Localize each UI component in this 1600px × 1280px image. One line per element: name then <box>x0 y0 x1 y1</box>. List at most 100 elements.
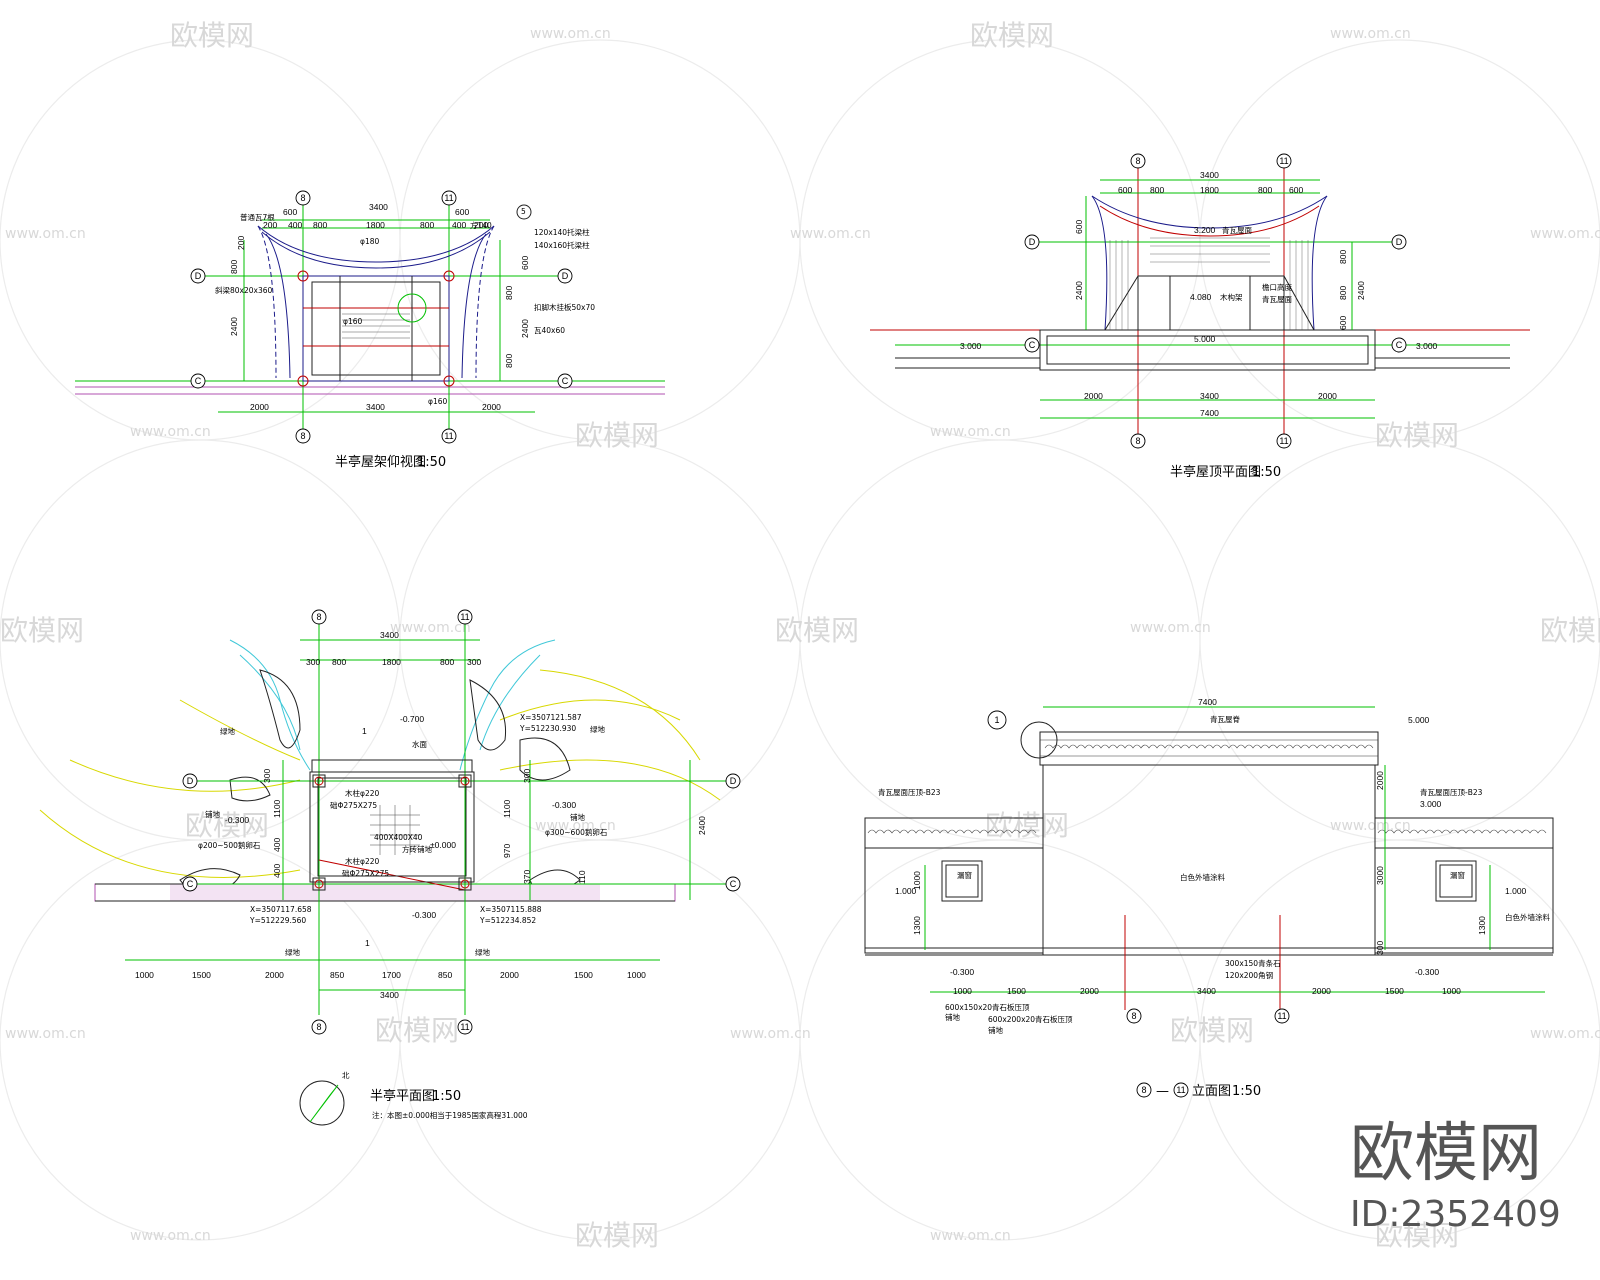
area-label: 绿地 <box>475 947 490 957</box>
detail-ref: 1 <box>994 715 999 725</box>
dim-text: 2400 <box>229 317 239 336</box>
callout-note: 铺地 <box>945 1012 960 1022</box>
watermark-url: www.om.cn <box>730 1026 811 1042</box>
callout-note: 140x160托梁柱 <box>534 240 590 250</box>
dim-text: 3400 <box>1197 986 1216 996</box>
watermark-logo-text: 欧模网 <box>1350 1117 1542 1191</box>
axis-bubble-D: D <box>195 271 202 281</box>
dim-text: 1300 <box>1477 916 1487 935</box>
dim-text: 1700 <box>382 970 401 980</box>
watermark-brand: 欧模网 <box>1375 1219 1459 1252</box>
watermark-url: www.om.cn <box>1330 26 1411 42</box>
area-label: 铺地 <box>205 809 220 819</box>
view-scale: 1:50 <box>1252 465 1281 480</box>
watermark-id: ID:2352409 <box>1350 1194 1561 1235</box>
area-label: 铺地 <box>570 812 585 822</box>
view-roof-frame-bottom-view: 8 11 8 11 D D C C 3400 600 800 1800 800 … <box>75 190 665 470</box>
axis-bubble-8: 8 <box>300 431 305 441</box>
coordinate: Y=512234.852 <box>479 916 536 925</box>
callout-note: 300x150青条石 <box>1225 958 1281 968</box>
dim-text: 300 <box>1375 941 1385 955</box>
watermark-brand: 欧模网 <box>1375 419 1459 452</box>
footnote: 注：本图±0.000相当于1985国家高程31.000 <box>372 1110 528 1120</box>
north-arrow-icon <box>299 1080 345 1126</box>
callout-note: φ180 <box>360 237 379 246</box>
watermark-brand: 欧模网 <box>0 614 84 647</box>
dim-text: 1500 <box>1385 986 1404 996</box>
watermark-url: www.om.cn <box>5 226 86 242</box>
axis-bubble-11: 11 <box>1176 1085 1185 1095</box>
watermark-brand: 欧模网 <box>575 419 659 452</box>
dim-text: 1000 <box>135 970 154 980</box>
dim-total: 3400 <box>369 202 388 212</box>
area-label: 绿地 <box>590 724 605 734</box>
coordinate: X=3507117.658 <box>250 905 312 914</box>
callout-note: 青瓦屋面 <box>1262 294 1292 304</box>
axis-bubble-11: 11 <box>460 612 469 622</box>
elevation: -0.300 <box>552 800 576 810</box>
dim-text: 400 <box>272 864 282 878</box>
coordinate: X=3507121.587 <box>520 713 582 722</box>
watermark-brand: 欧模网 <box>985 809 1069 842</box>
dim-text: 800 <box>1258 185 1272 195</box>
dim-text: 300 <box>467 657 481 667</box>
callout-note: 方砖铺地 <box>402 844 432 854</box>
watermark-url: www.om.cn <box>5 1026 86 1042</box>
elevation: 3.000 <box>960 341 982 351</box>
dim-text: 600 <box>520 256 530 270</box>
callout-note: 600x200x20青石板压顶 <box>988 1014 1073 1024</box>
callout-note: 白色外墙涂料 <box>1180 872 1225 882</box>
elevation: -0.300 <box>412 910 436 920</box>
callout-note: 600x150x20青石板压顶 <box>945 1002 1030 1012</box>
watermark-url: www.om.cn <box>1530 226 1600 242</box>
axis-bubble-D: D <box>187 776 194 786</box>
dim-total: 7400 <box>1200 408 1219 418</box>
axis-bubble-D: D <box>730 776 737 786</box>
dim-text: 2400 <box>1074 281 1084 300</box>
watermark-url: www.om.cn <box>930 1228 1011 1244</box>
detail-ref: 5 <box>521 207 526 216</box>
axis-bubble-D: D <box>1029 237 1036 247</box>
section-mark: 1 <box>362 726 367 736</box>
view-title: 立面图 <box>1192 1084 1231 1099</box>
axis-bubble-11: 11 <box>1279 436 1288 446</box>
dim-text: 800 <box>1338 286 1348 300</box>
callout-note: φ160 <box>343 317 362 326</box>
dim-text: 800 <box>1338 250 1348 264</box>
dim-text: 2000 <box>250 402 269 412</box>
callout-note: 木柱φ220 <box>345 856 379 866</box>
dim-text: 600 <box>1118 185 1132 195</box>
dim-text: 800 <box>332 657 346 667</box>
dim-text: 800 <box>440 657 454 667</box>
callout-note: 础Φ275X275 <box>342 868 389 878</box>
area-label: 水面 <box>412 739 427 749</box>
north-label: 北 <box>342 1071 350 1080</box>
dim-text: 300 <box>306 657 320 667</box>
axis-bubble-8: 8 <box>316 612 321 622</box>
dim-text: 800 <box>229 260 239 274</box>
callout-note: 400X400X40 <box>374 833 423 842</box>
dim-text: 370 <box>522 870 532 884</box>
dim-text: 1800 <box>382 657 401 667</box>
watermark-url: www.om.cn <box>530 26 611 42</box>
view-title: 半亭平面图 <box>370 1088 435 1104</box>
dim-text: 800 <box>1150 185 1164 195</box>
elevation: ±0.000 <box>430 840 456 850</box>
elevation: 3.000 <box>1416 341 1438 351</box>
elevation: 3.000 <box>1420 799 1442 809</box>
watermark-brand: 欧模网 <box>1540 614 1600 647</box>
elevation: 3.200 <box>1194 225 1216 235</box>
area-label: 绿地 <box>220 726 235 736</box>
axis-bubble-C: C <box>1396 340 1403 350</box>
axis-bubble-8: 8 <box>300 193 305 203</box>
elevation: -0.300 <box>225 815 249 825</box>
dim-text: 110 <box>577 870 587 884</box>
dim-text: 600 <box>455 207 469 217</box>
dim-total: 3400 <box>1200 170 1219 180</box>
callout-note: 漏窗 <box>957 870 972 880</box>
dim-text: 400 <box>288 220 302 230</box>
dim-text: 2000 <box>482 402 501 412</box>
dim-text: 800 <box>313 220 327 230</box>
watermark-url: www.om.cn <box>1330 818 1411 834</box>
